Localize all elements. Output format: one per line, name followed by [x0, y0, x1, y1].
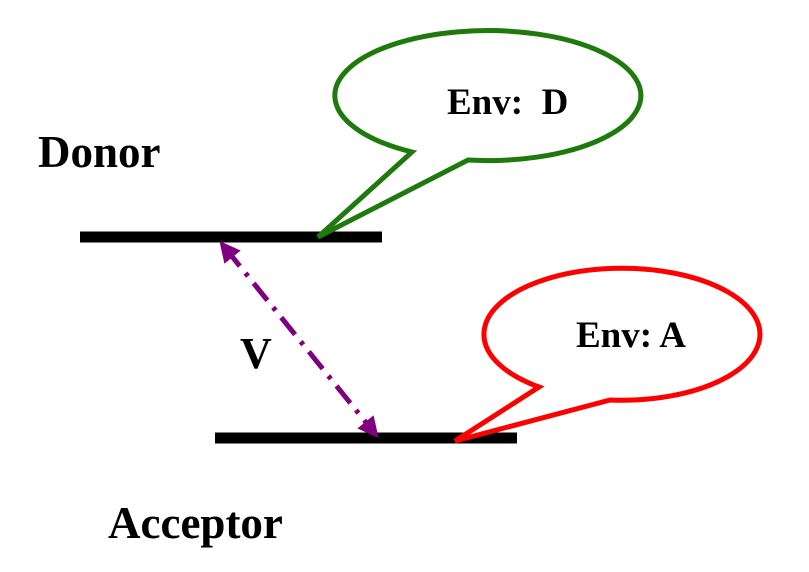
donor-env-bubble [316, 28, 644, 240]
donor-label: Donor [38, 127, 161, 177]
acceptor-env-bubble [453, 265, 763, 444]
coupling-label: V [240, 329, 272, 378]
coupling-arrow [219, 240, 379, 439]
donor-env-label: Env: D [447, 82, 568, 123]
acceptor-label: Acceptor [108, 498, 283, 548]
acceptor-env-label: Env: A [576, 315, 686, 356]
